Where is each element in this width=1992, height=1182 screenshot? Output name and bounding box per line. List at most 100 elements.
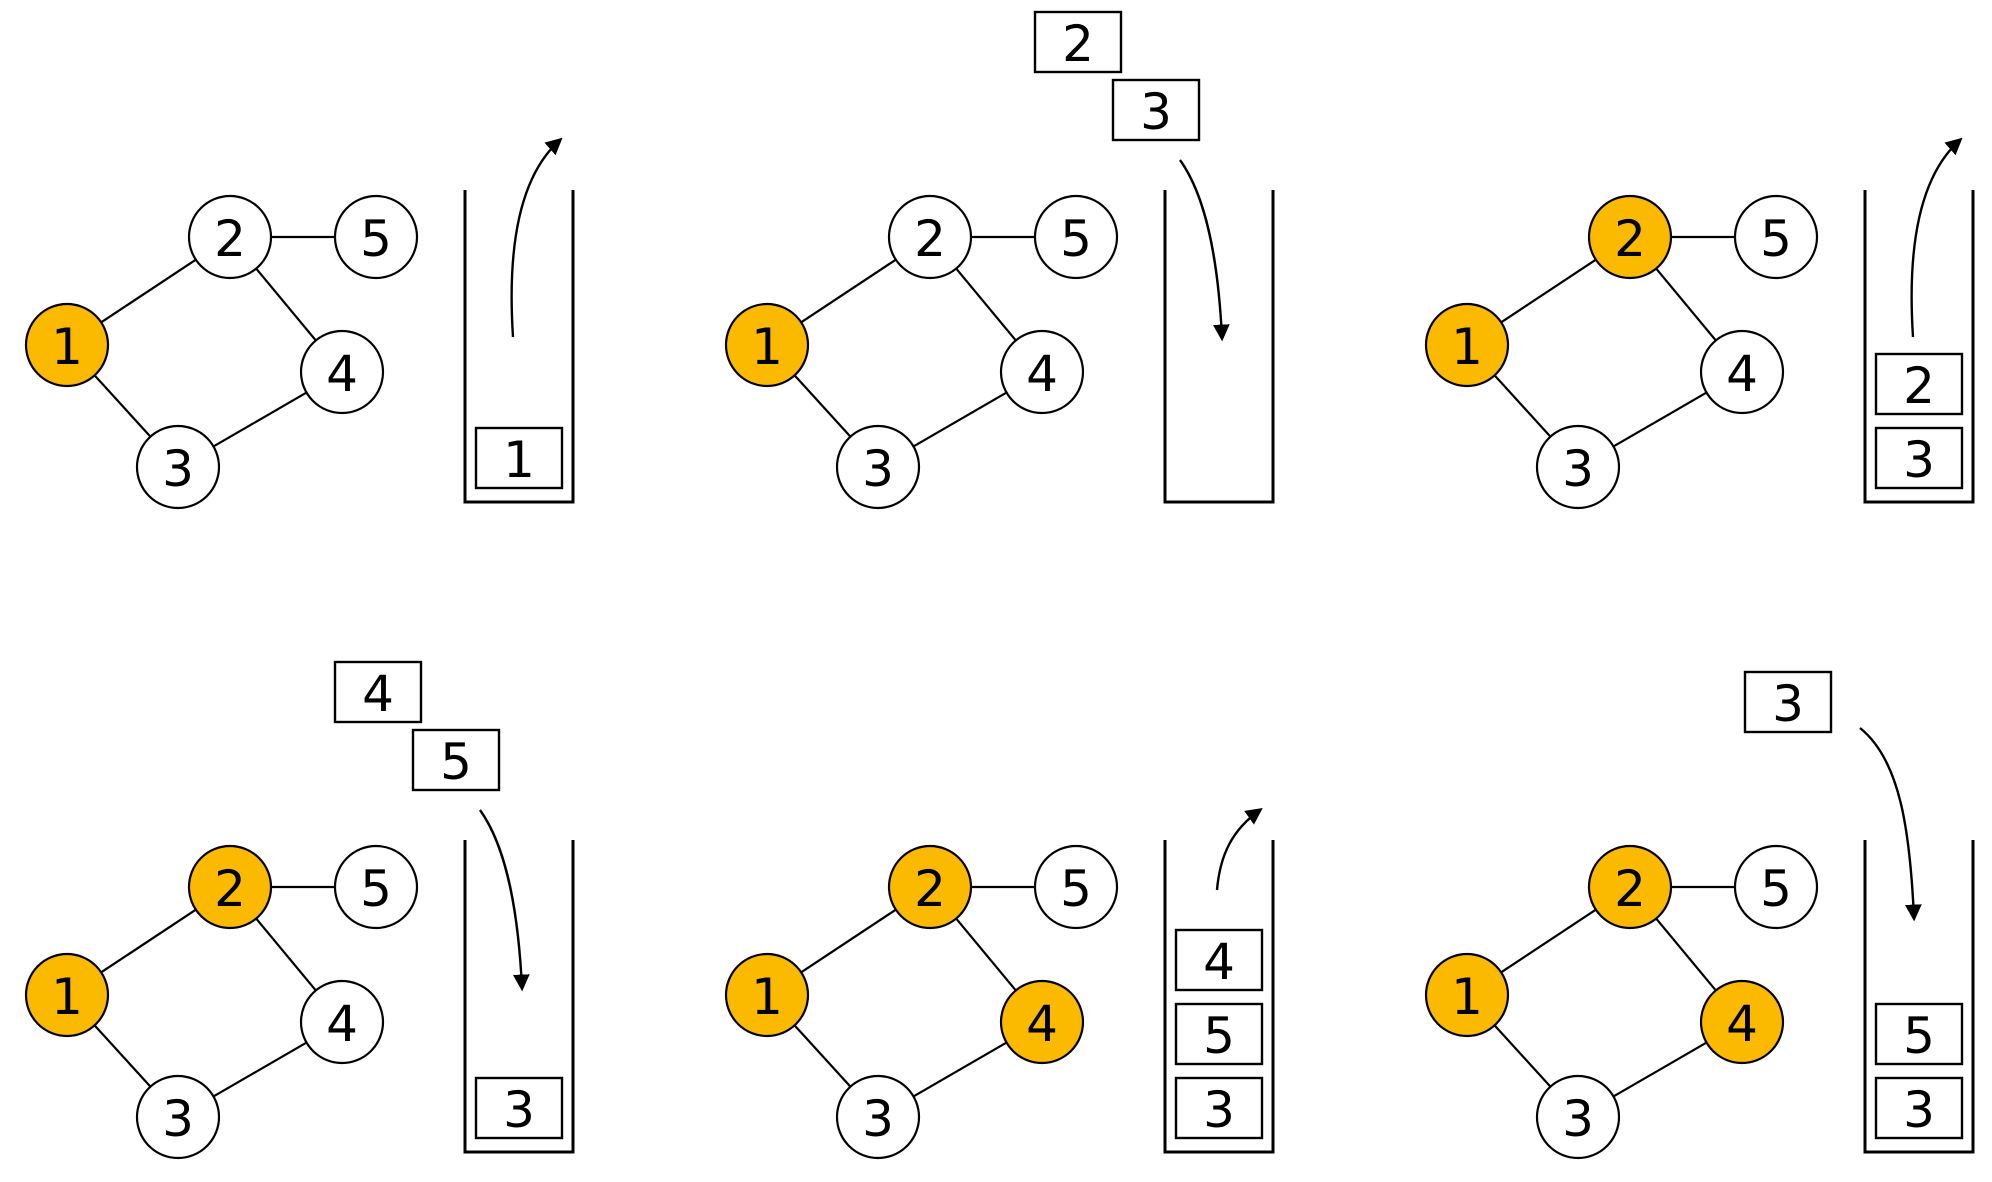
graph-node-4 (1699, 329, 1785, 415)
graph-node-label: 1 (51, 968, 83, 1026)
graph-edge-1-2 (1500, 908, 1597, 974)
graph-node-3 (1535, 424, 1621, 510)
graph-edge-2-4 (1655, 917, 1717, 992)
graph-node-label: 1 (1451, 318, 1483, 376)
graph-edge-3-4 (1612, 1041, 1708, 1098)
stack-item (1874, 1076, 1964, 1140)
graph-node-3 (135, 424, 221, 510)
stack-container (1863, 840, 1975, 1154)
graph-node-label: 3 (162, 1090, 194, 1148)
graph-edge-1-2 (100, 258, 197, 324)
graph-node-5 (333, 844, 419, 930)
graph-node-label: 4 (1026, 995, 1058, 1053)
graph-edge-2-4 (955, 917, 1017, 992)
graph-node-2-visited (187, 844, 273, 930)
graph-edge-1-3 (93, 374, 152, 438)
graph-node-5 (1033, 194, 1119, 280)
graph-node-label: 2 (214, 860, 246, 918)
graph-node-4 (999, 329, 1085, 415)
graph-node-label: 3 (862, 440, 894, 498)
graph-node-label: 5 (1060, 860, 1092, 918)
graph-edge-1-3 (793, 374, 852, 438)
stack-item-label: 3 (1203, 1081, 1235, 1139)
graph-node-label: 4 (326, 345, 358, 403)
graph-edge-1-2 (800, 258, 897, 324)
push-arrow (479, 809, 530, 992)
graph-edge-2-4 (1655, 267, 1717, 342)
graph-node-1-visited (1424, 302, 1510, 388)
graph-node-2-visited (1587, 844, 1673, 930)
graph-node-1-visited (24, 952, 110, 1038)
stack-item-label: 3 (503, 1081, 535, 1139)
graph-edge-1-3 (1493, 374, 1552, 438)
graph-node-label: 3 (862, 1090, 894, 1148)
graph-node-label: 1 (1451, 968, 1483, 1026)
stack-container (1163, 840, 1275, 1154)
graph-node-label: 5 (1060, 210, 1092, 268)
stack-item (1174, 1002, 1264, 1066)
stack-container (463, 840, 575, 1154)
stack-container (1163, 190, 1275, 504)
stack-item (474, 1076, 564, 1140)
graph-node-label: 5 (360, 860, 392, 918)
stack-item (1874, 1002, 1964, 1066)
graph-node-5 (1733, 194, 1819, 280)
graph-node-label: 2 (914, 210, 946, 268)
graph-edge-2-4 (955, 267, 1017, 342)
incoming-item (333, 660, 423, 724)
graph-edge-3-4 (912, 1041, 1008, 1098)
graph-node-label: 4 (1026, 345, 1058, 403)
graph-node-label: 5 (1760, 210, 1792, 268)
graph-node-3 (835, 1074, 921, 1160)
stack-container (463, 190, 575, 504)
incoming-item-label: 4 (362, 665, 394, 723)
graph-node-3 (135, 1074, 221, 1160)
graph-node-4-visited (999, 979, 1085, 1065)
graph-node-label: 2 (914, 860, 946, 918)
graph-node-label: 4 (326, 995, 358, 1053)
graph-edge-3-4 (212, 1041, 308, 1098)
incoming-item (1033, 10, 1123, 74)
graph-edge-3-4 (912, 391, 1008, 448)
graph-edge-3-4 (1612, 391, 1708, 448)
graph-node-2 (887, 194, 973, 280)
graph-node-2-visited (887, 844, 973, 930)
stack-item (1874, 426, 1964, 490)
graph-edge-1-2 (100, 908, 197, 974)
graph-edge-1-3 (1493, 1024, 1552, 1088)
stack-container (1863, 190, 1975, 504)
stack-item-label: 3 (1903, 1081, 1935, 1139)
graph-node-3 (1535, 1074, 1621, 1160)
graph-edge-1-3 (793, 1024, 852, 1088)
pop-arrow (1910, 137, 1963, 338)
graph-node-1-visited (1424, 952, 1510, 1038)
pop-arrow (1215, 808, 1263, 891)
graph-edge-3-4 (212, 391, 308, 448)
stack-item-label: 4 (1203, 933, 1235, 991)
graph-edge-2-4 (255, 917, 317, 992)
graph-node-5 (1733, 844, 1819, 930)
stack-item-label: 5 (1903, 1007, 1935, 1065)
stack-item-label: 2 (1903, 357, 1935, 415)
graph-node-label: 4 (1726, 345, 1758, 403)
incoming-item-label: 3 (1140, 83, 1172, 141)
graph-edge-1-2 (1500, 258, 1597, 324)
graph-node-label: 5 (1760, 860, 1792, 918)
graph-node-1-visited (24, 302, 110, 388)
graph-node-label: 3 (162, 440, 194, 498)
push-arrow (1859, 727, 1922, 922)
stack-item (1874, 352, 1964, 416)
graph-node-3 (835, 424, 921, 510)
graph-node-4 (299, 979, 385, 1065)
graph-node-2-visited (1587, 194, 1673, 280)
stack-item (1174, 928, 1264, 992)
graph-node-1-visited (724, 302, 810, 388)
graph-node-label: 1 (51, 318, 83, 376)
graph-node-1-visited (724, 952, 810, 1038)
